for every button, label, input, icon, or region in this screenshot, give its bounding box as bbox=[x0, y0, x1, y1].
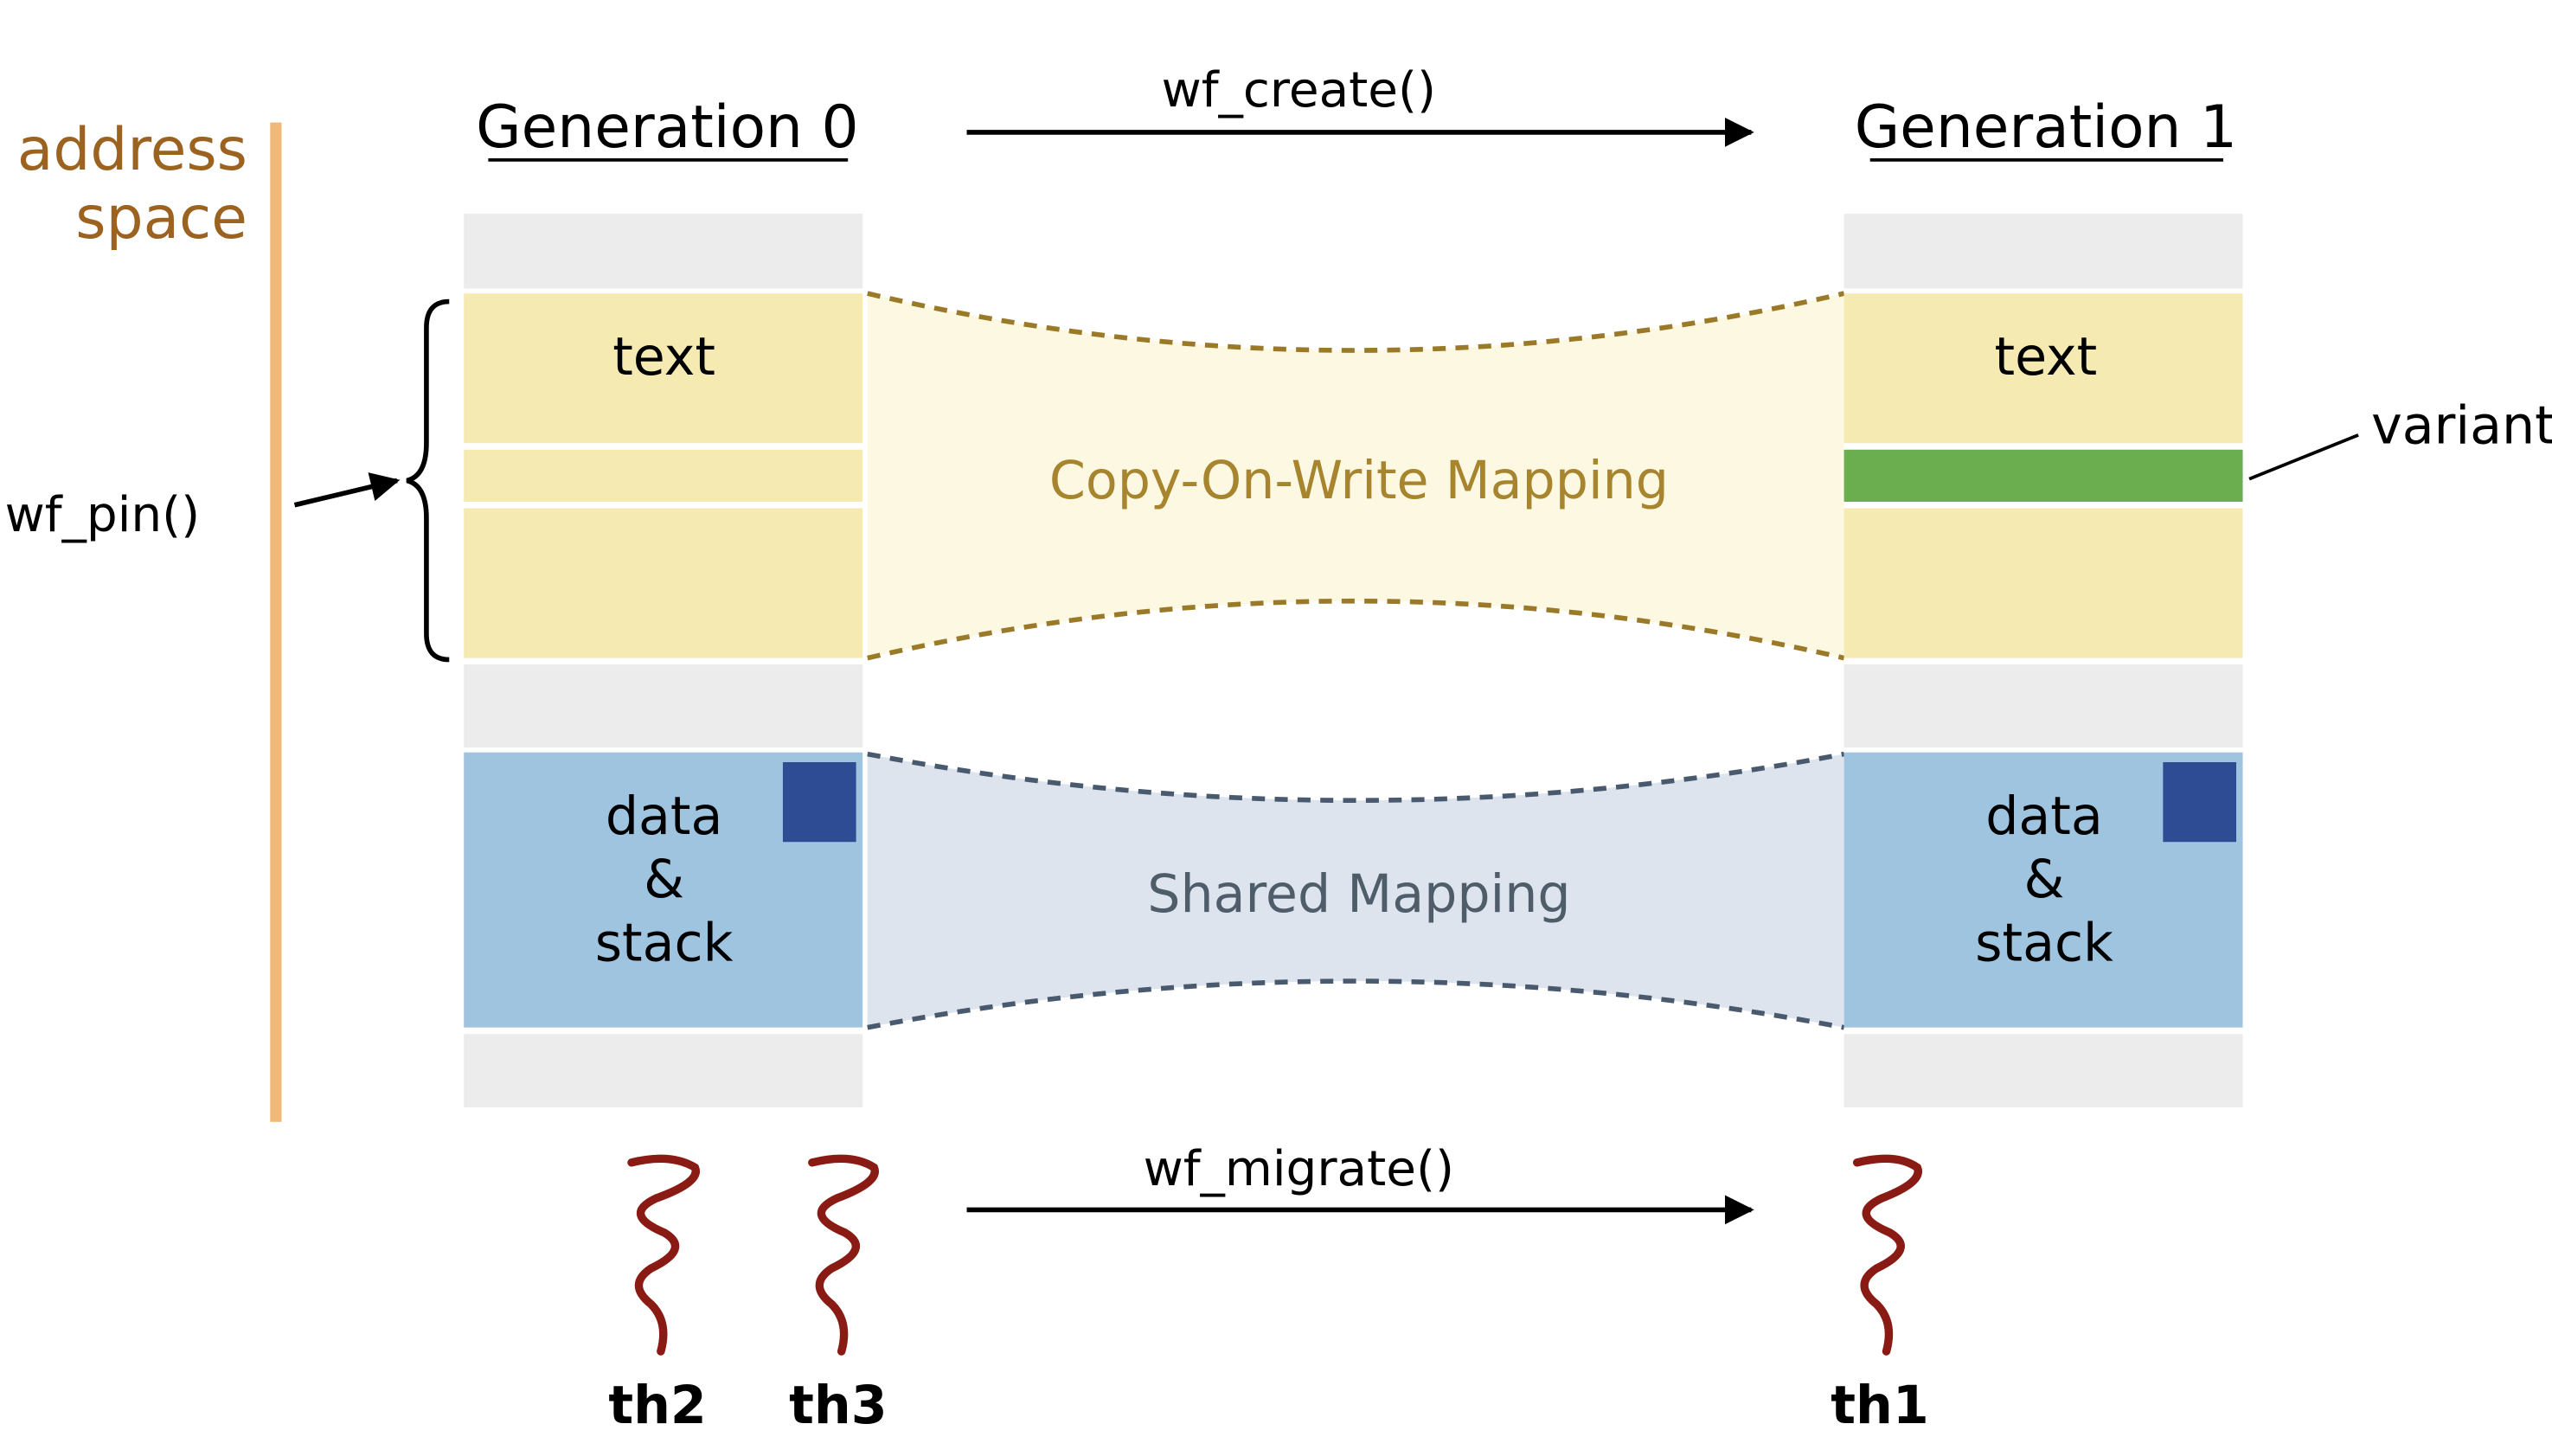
gen0-stack-label: stack bbox=[595, 914, 734, 974]
shared-mapping-region bbox=[867, 754, 1844, 1028]
generation-0-column: Generation 0 text data & stack bbox=[464, 93, 863, 1107]
thread-th3-squiggle bbox=[808, 1154, 879, 1356]
shared-mapping: Shared Mapping bbox=[867, 751, 1845, 1030]
gen0-text-segment-lower bbox=[464, 508, 863, 658]
shared-mapping-label: Shared Mapping bbox=[1147, 864, 1570, 925]
gen0-text-page bbox=[464, 449, 863, 502]
gen0-text-segment bbox=[464, 293, 863, 444]
gen1-variant-page bbox=[1843, 449, 2243, 502]
thread-th3-label: th3 bbox=[789, 1376, 888, 1436]
gen1-empty-segment-bottom bbox=[1843, 1034, 2243, 1107]
pin-call-label: wf_pin() bbox=[5, 487, 201, 543]
address-space-label-line1: address bbox=[17, 115, 247, 183]
migrate-call: wf_migrate() bbox=[966, 1141, 1754, 1225]
gen1-data-label: data bbox=[1985, 786, 2103, 847]
gen0-text-label: text bbox=[612, 327, 715, 388]
gen1-text-segment-lower bbox=[1843, 508, 2243, 658]
thread-th2-label: th2 bbox=[608, 1376, 707, 1436]
gen1-ampersand-label: & bbox=[2024, 850, 2065, 910]
gen0-data-label: data bbox=[606, 786, 723, 847]
gen0-shared-page-marker bbox=[782, 762, 856, 843]
gen0-ampersand-label: & bbox=[644, 850, 684, 910]
cow-mapping: Copy-On-Write Mapping bbox=[867, 291, 1845, 661]
threads: th2 th3 th1 bbox=[608, 1154, 1929, 1436]
variant-label: variant bbox=[2371, 395, 2552, 456]
variant-callout: variant bbox=[2248, 395, 2552, 481]
generation-0-title: Generation 0 bbox=[476, 93, 858, 161]
gen1-empty-segment-middle bbox=[1843, 664, 2243, 748]
pin-brace bbox=[406, 298, 450, 663]
address-space-bar bbox=[270, 122, 282, 1122]
gen0-empty-segment-bottom bbox=[464, 1034, 863, 1107]
create-call: wf_create() bbox=[966, 62, 1754, 147]
gen0-empty-segment-top bbox=[464, 213, 863, 289]
gen1-empty-segment-top bbox=[1843, 213, 2243, 289]
cow-mapping-label: Copy-On-Write Mapping bbox=[1049, 451, 1669, 511]
gen1-text-label: text bbox=[1994, 327, 2097, 388]
cow-mapping-region bbox=[867, 293, 1844, 658]
generation-1-column: Generation 1 text data & stack bbox=[1843, 93, 2243, 1107]
address-space-label-line2: space bbox=[75, 183, 247, 252]
gen1-stack-label: stack bbox=[1975, 914, 2113, 974]
thread-th2-squiggle bbox=[627, 1154, 700, 1356]
gen1-text-segment bbox=[1843, 293, 2243, 444]
pin-arrow bbox=[293, 472, 401, 508]
migrate-call-label: wf_migrate() bbox=[1144, 1141, 1454, 1197]
gen1-shared-page-marker bbox=[2163, 762, 2237, 843]
generation-1-title: Generation 1 bbox=[1855, 93, 2237, 161]
cow-mapping-bottom-border bbox=[867, 598, 1845, 661]
shared-mapping-bottom-border bbox=[867, 978, 1845, 1030]
thread-th1-squiggle bbox=[1852, 1154, 1922, 1356]
shared-mapping-top-border bbox=[867, 751, 1845, 804]
thread-th1-label: th1 bbox=[1831, 1376, 1929, 1436]
cow-mapping-top-border bbox=[867, 291, 1845, 353]
gen0-empty-segment-middle bbox=[464, 664, 863, 748]
pin-call: wf_pin() bbox=[5, 298, 450, 663]
create-call-label: wf_create() bbox=[1162, 62, 1436, 119]
address-space: address space bbox=[17, 115, 282, 1122]
variant-leader-line bbox=[2248, 433, 2359, 481]
